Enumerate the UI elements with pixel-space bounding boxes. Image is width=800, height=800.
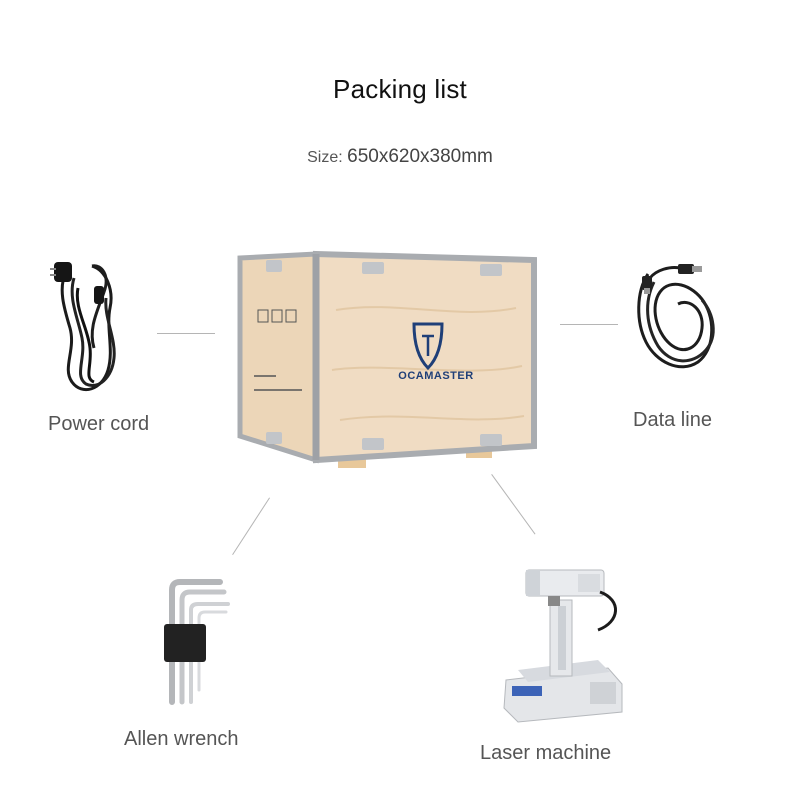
power-cord-image xyxy=(50,262,116,392)
page-title: Packing list xyxy=(333,74,467,104)
size-spec: Size: 650x620x380mm xyxy=(0,146,800,168)
connector-allen-wrench xyxy=(232,497,270,556)
connector-power-cord xyxy=(157,333,215,334)
data-line-image xyxy=(637,264,715,369)
crate-brand: OCAMASTER xyxy=(398,370,474,382)
connector-data-line xyxy=(560,324,618,325)
allen-wrench-image xyxy=(164,579,230,705)
laser-machine-image xyxy=(503,569,623,723)
crate-image xyxy=(237,250,537,468)
size-value: 650x620x380mm xyxy=(347,146,493,167)
item-power-cord-label: Power cord xyxy=(48,413,150,435)
item-laser-machine-label: Laser machine xyxy=(480,742,612,764)
connector-laser-machine xyxy=(491,474,536,535)
item-data-line-label: Data line xyxy=(633,409,712,431)
size-label: Size: xyxy=(307,149,343,166)
item-allen-wrench-label: Allen wrench xyxy=(124,728,239,750)
